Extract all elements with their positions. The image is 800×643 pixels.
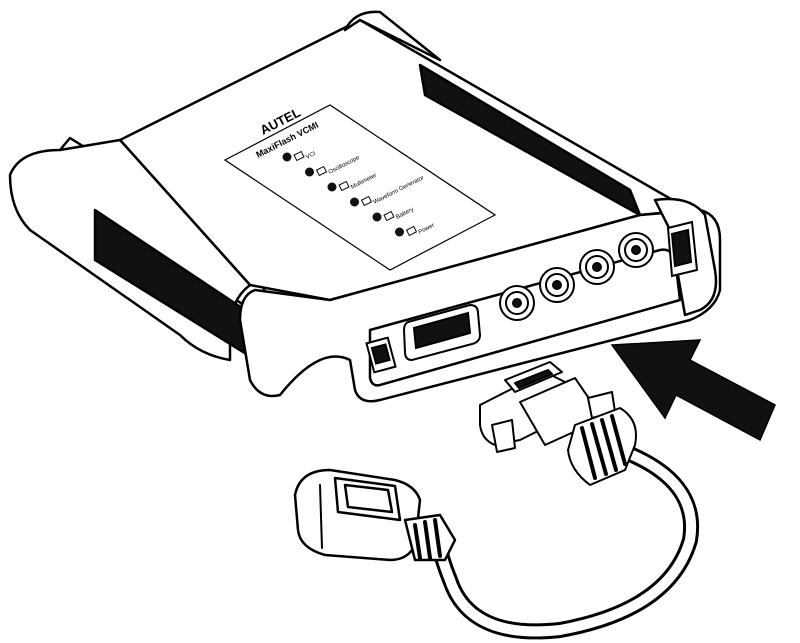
arrow-icon <box>610 339 776 442</box>
battery-icon <box>383 210 395 222</box>
led-indicator <box>327 182 337 192</box>
led-indicator <box>372 212 382 222</box>
db26-connector <box>479 361 637 486</box>
lan-port <box>365 336 397 374</box>
led-indicator <box>395 227 404 237</box>
indicator-vci: VCI <box>282 150 317 162</box>
side-port <box>666 220 699 278</box>
bnc-connector-2 <box>539 267 575 303</box>
front-ports <box>365 220 699 374</box>
bnc-connector-3 <box>579 249 615 285</box>
power-icon <box>405 225 418 237</box>
bnc-connector-1 <box>499 285 535 321</box>
multimeter-icon <box>338 180 350 192</box>
db26-socket <box>402 303 482 362</box>
bnc-connector-4 <box>618 232 654 268</box>
obd-connector <box>293 468 457 562</box>
led-indicator <box>350 197 359 207</box>
cable-assembly <box>293 361 700 640</box>
car-icon <box>293 150 305 162</box>
indicator-label: VCI <box>305 151 317 161</box>
led-indicator <box>305 167 314 177</box>
led-indicator <box>282 152 292 162</box>
oscilloscope-icon <box>315 165 328 177</box>
waveform-icon <box>360 195 373 207</box>
